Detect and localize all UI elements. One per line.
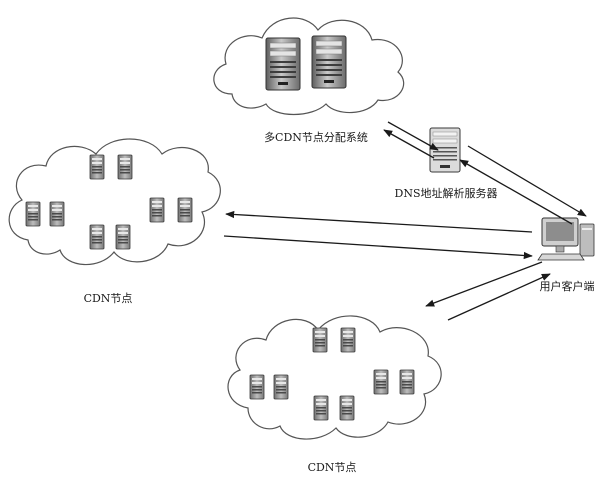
cdn-node-bottom-label: CDN节点 bbox=[308, 461, 357, 474]
server-icon bbox=[117, 154, 133, 180]
dns-server-icon bbox=[429, 127, 461, 173]
arrow-client-to-bottom-cdn bbox=[425, 261, 543, 307]
server-icon bbox=[373, 369, 389, 395]
arrow-left-cdn-to-client bbox=[223, 235, 533, 260]
server-icon bbox=[399, 369, 415, 395]
cdn-node-left-label: CDN节点 bbox=[84, 292, 133, 305]
server-icon bbox=[25, 201, 41, 227]
server-icon bbox=[312, 327, 328, 353]
server-icon bbox=[177, 197, 193, 223]
dns-server-label: DNS地址解析服务器 bbox=[395, 186, 498, 200]
cdn-node-left-cloud bbox=[8, 138, 221, 266]
server-icon bbox=[89, 224, 105, 250]
server-icon bbox=[149, 197, 165, 223]
server-icon bbox=[313, 395, 329, 421]
cdn-allocation-system-label: 多CDN节点分配系统 bbox=[264, 130, 368, 144]
user-client-label: 用户客户端 bbox=[540, 279, 595, 293]
cdn-node-bottom-cloud bbox=[227, 315, 442, 440]
server-icon bbox=[249, 374, 265, 400]
server-icon bbox=[273, 374, 289, 400]
arrow-client-to-left-cdn bbox=[225, 210, 533, 233]
cdn-allocation-cloud bbox=[213, 17, 405, 115]
arrow-client-to-dns bbox=[459, 159, 573, 225]
arrow-bottom-cdn-to-client bbox=[447, 273, 551, 321]
server-icon bbox=[89, 154, 105, 180]
server-icon bbox=[115, 224, 131, 250]
arrow-dns-to-client bbox=[467, 145, 587, 217]
server-icon bbox=[265, 37, 301, 91]
server-icon bbox=[340, 327, 356, 353]
server-icon bbox=[339, 395, 355, 421]
server-icon bbox=[311, 35, 347, 89]
user-client-icon bbox=[537, 217, 595, 261]
server-icon bbox=[49, 201, 65, 227]
arrow-allocation-to-dns bbox=[387, 121, 439, 151]
arrow-dns-to-allocation bbox=[383, 129, 435, 159]
